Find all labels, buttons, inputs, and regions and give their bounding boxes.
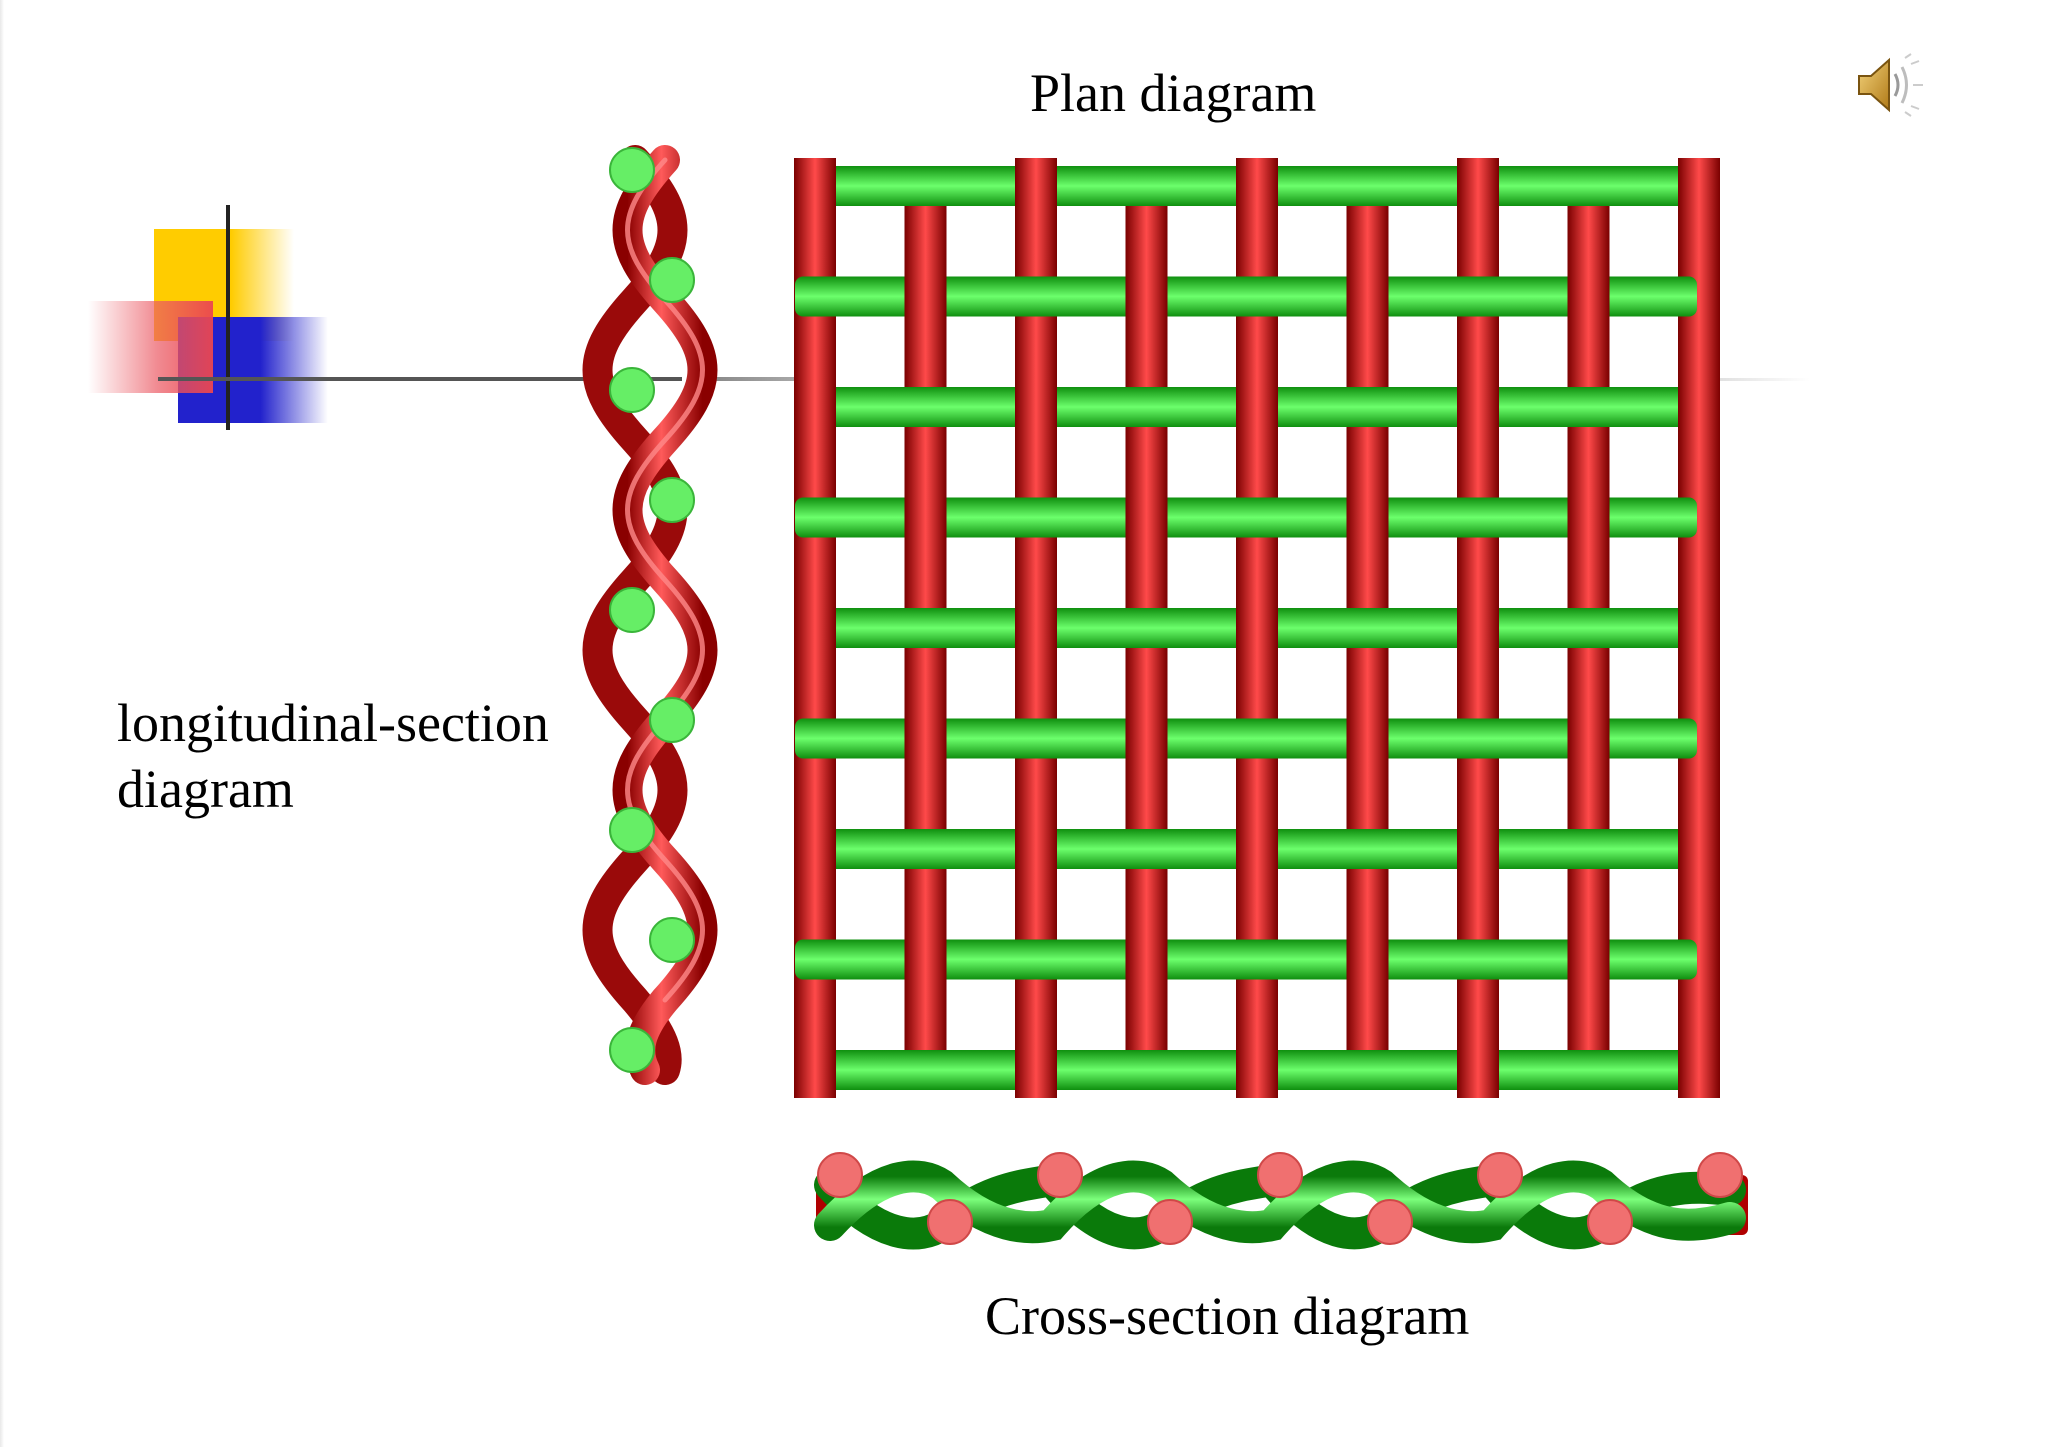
- warp-yarn-back: [582, 145, 688, 1085]
- warp-over-weft-4-2: [1125, 268, 1168, 325]
- warp-over-weft-2-4: [904, 489, 947, 546]
- longitudinal-section-label: longitudinal-section diagram: [117, 690, 549, 822]
- warp-over-weft-7-5: [1457, 600, 1499, 656]
- weft-dot-2: [649, 257, 695, 303]
- warp-over-weft-6-6: [1346, 710, 1389, 767]
- warp-over-weft-4-4: [1125, 489, 1168, 546]
- warp-dot-1: [817, 1152, 863, 1198]
- warp-over-weft-5-7: [1236, 821, 1278, 877]
- warp-over-weft-3-5: [1015, 600, 1057, 656]
- divider-line-fade: [1710, 378, 1810, 381]
- longitudinal-label-line-2: diagram: [117, 759, 294, 819]
- cross-section-diagram: [814, 1152, 1748, 1250]
- weft-dot-5: [609, 587, 655, 633]
- warp-over-weft-1-7: [794, 821, 836, 877]
- weft-dot-4: [649, 477, 695, 523]
- divider-line-segment: [708, 377, 802, 381]
- longitudinal-label-line-1: longitudinal-section: [117, 693, 549, 753]
- warp-over-weft-1-5: [794, 600, 836, 656]
- warp-over-weft-9-5: [1678, 600, 1720, 656]
- warp-over-weft-1-3: [794, 379, 836, 435]
- warp-over-weft-8-2: [1567, 268, 1610, 325]
- warp-dot-4: [1147, 1199, 1193, 1245]
- warp-over-weft-3-1: [1015, 158, 1057, 214]
- plan-warp-crossings: [794, 158, 1720, 1098]
- warp-dot-3: [1037, 1152, 1083, 1198]
- weft-dot-9: [609, 1027, 655, 1073]
- warp-over-weft-9-3: [1678, 379, 1720, 435]
- warp-dot-8: [1587, 1199, 1633, 1245]
- speaker-icon[interactable]: [1855, 52, 1925, 118]
- weft-yarn-8: [795, 939, 1697, 980]
- plan-diagram-title: Plan diagram: [1030, 63, 1317, 123]
- longitudinal-weft-dots: [609, 147, 695, 1073]
- warp-dot-6: [1367, 1199, 1413, 1245]
- warp-over-weft-6-8: [1346, 931, 1389, 988]
- warp-over-weft-5-1: [1236, 158, 1278, 214]
- weft-yarn-2: [795, 276, 1697, 317]
- warp-over-weft-2-6: [904, 710, 947, 767]
- warp-over-weft-4-6: [1125, 710, 1168, 767]
- warp-over-weft-5-5: [1236, 600, 1278, 656]
- warp-over-weft-6-2: [1346, 268, 1389, 325]
- plan-diagram: [794, 158, 1720, 1098]
- warp-over-weft-1-1: [794, 158, 836, 214]
- warp-over-weft-3-3: [1015, 379, 1057, 435]
- warp-dot-5: [1257, 1152, 1303, 1198]
- warp-over-weft-8-4: [1567, 489, 1610, 546]
- warp-over-weft-8-6: [1567, 710, 1610, 767]
- weft-dot-8: [649, 917, 695, 963]
- logo-vertical-line: [226, 205, 230, 430]
- warp-over-weft-7-1: [1457, 158, 1499, 214]
- warp-over-weft-9-9: [1678, 1042, 1720, 1098]
- speaker-icon-graphic: [1858, 53, 1923, 117]
- warp-over-weft-3-9: [1015, 1042, 1057, 1098]
- warp-over-weft-7-3: [1457, 379, 1499, 435]
- left-edge-shade: [0, 0, 4, 1447]
- weft-dot-1: [609, 147, 655, 193]
- corner-logo: [88, 205, 682, 435]
- warp-over-weft-5-9: [1236, 1042, 1278, 1098]
- warp-dot-9: [1697, 1152, 1743, 1198]
- warp-over-weft-4-8: [1125, 931, 1168, 988]
- warp-over-weft-8-8: [1567, 931, 1610, 988]
- weft-yarn-front: [814, 1160, 1746, 1244]
- warp-dot-7: [1477, 1152, 1523, 1198]
- cross-section-title: Cross-section diagram: [985, 1286, 1470, 1346]
- warp-over-weft-7-9: [1457, 1042, 1499, 1098]
- longitudinal-section-diagram: [582, 145, 718, 1085]
- warp-over-weft-6-4: [1346, 489, 1389, 546]
- warp-over-weft-3-7: [1015, 821, 1057, 877]
- logo-horizontal-line: [158, 377, 682, 381]
- weft-yarn-4: [795, 497, 1697, 538]
- warp-over-weft-9-1: [1678, 158, 1720, 214]
- weft-dot-6: [649, 697, 695, 743]
- weft-dot-7: [609, 807, 655, 853]
- warp-dot-2: [927, 1199, 973, 1245]
- warp-over-weft-9-7: [1678, 821, 1720, 877]
- cross-section-warp-dots: [817, 1152, 1743, 1245]
- warp-over-weft-5-3: [1236, 379, 1278, 435]
- warp-over-weft-2-8: [904, 931, 947, 988]
- weft-dot-3: [609, 367, 655, 413]
- warp-over-weft-2-2: [904, 268, 947, 325]
- warp-over-weft-7-7: [1457, 821, 1499, 877]
- warp-over-weft-1-9: [794, 1042, 836, 1098]
- weft-yarn-6: [795, 718, 1697, 759]
